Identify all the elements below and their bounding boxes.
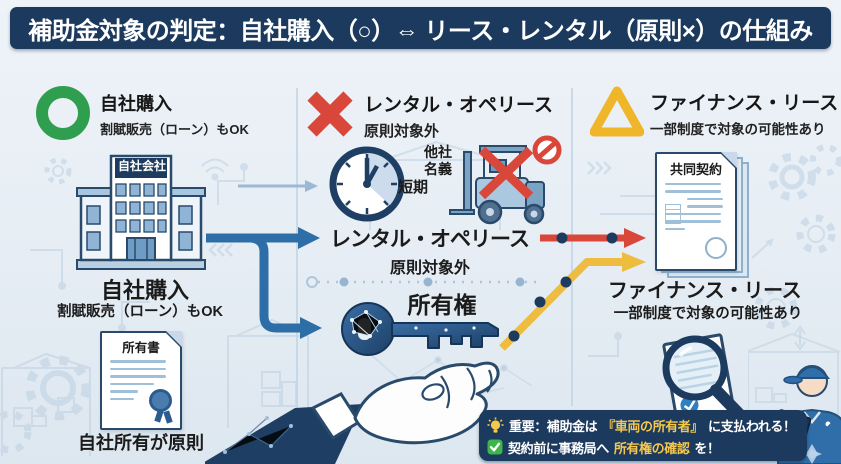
chevron-decoration <box>208 161 612 257</box>
deed-document: 所有書 <box>100 331 182 430</box>
legend-finance-sub: 一部制度で対象の可能性あり <box>650 122 826 137</box>
building-icon <box>76 154 206 270</box>
note-line-1: 重要：補助金は『車両の所有者』に支払われる！ <box>487 414 807 436</box>
ownership-label: 所有権 <box>407 292 477 318</box>
dotted-connector <box>306 276 540 288</box>
label-other-company: 他社 <box>424 144 452 160</box>
legend-purchase: 自社購入 割賦販売（ローン）もOK <box>100 90 249 138</box>
worker-illustration <box>748 332 841 464</box>
purchase-to-ownership-arrow <box>250 233 322 339</box>
triangle-icon <box>590 86 644 137</box>
wifi-icon <box>201 158 229 181</box>
key-icon <box>341 302 499 356</box>
legend-rental: レンタル・オペリース 原則対象外 <box>364 90 553 141</box>
legend-rental-heading: レンタル・オペリース <box>364 95 554 116</box>
note1-suffix: に支払われる！ <box>708 418 796 434</box>
note2-highlight: 所有権の確認 <box>613 440 690 456</box>
purchase-caption: 自社所有が原則 <box>78 433 204 453</box>
forklift-cross-icon <box>478 146 534 200</box>
cross-icon <box>307 91 353 137</box>
column-divider-left <box>296 88 298 454</box>
note-line-2: 契約前に事務局へ所有権の確認を！ <box>487 436 807 458</box>
legend-purchase-heading: 自社購入 <box>100 94 172 114</box>
finance-heading: ファイナンス・リース <box>607 280 802 302</box>
stamp-icon <box>705 237 727 259</box>
note2-prefix: 契約前に事務局へ <box>508 440 609 456</box>
circle-ok-icon <box>36 86 90 140</box>
column-divider-right <box>571 88 573 406</box>
contract-title: 共同契約 <box>669 162 722 177</box>
clock-icon <box>329 146 405 222</box>
important-note: 重要：補助金は『車両の所有者』に支払われる！ 契約前に事務局へ所有権の確認を！ <box>479 410 807 461</box>
hand-icon <box>205 361 500 464</box>
finance-sub: 一部制度で対象の可能性あり <box>613 306 803 322</box>
lightbulb-icon <box>487 417 504 433</box>
contract-document: 共同契約 <box>655 152 751 280</box>
rental-sub: 原則対象外 <box>389 260 470 277</box>
purchase-sub: 割賦販売（ローン）もOK <box>56 304 224 320</box>
gear-icon <box>0 144 841 454</box>
legend-finance: ファイナンス・リース 一部制度で対象の可能性あり <box>650 88 838 138</box>
rental-to-finance-arrow <box>540 228 646 248</box>
building-sign: 自社会社 <box>117 159 166 173</box>
ownership-to-finance-arrow <box>499 252 646 351</box>
deed-title: 所有書 <box>122 341 160 355</box>
legend-finance-heading: ファイナンス・リース <box>650 93 839 114</box>
thin-arrow-to-clock <box>238 180 318 192</box>
rental-heading: レンタル・オペリース <box>330 228 530 251</box>
note2-suffix: を！ <box>694 440 720 456</box>
note1-highlight: 『車両の所有者』 <box>602 418 704 434</box>
folded-corner <box>166 331 182 347</box>
prohibition-icon <box>532 135 562 165</box>
forklift-icon <box>449 135 562 225</box>
legend-rental-sub: 原則対象外 <box>364 123 440 140</box>
folded-corner <box>721 152 737 168</box>
title-bar: 補助金対象の判定：自社購入（○）⇔ リース・レンタル（原則×）の仕組み <box>10 7 831 49</box>
ribbon-seal-icon <box>149 389 172 412</box>
label-name: 名義 <box>424 161 452 177</box>
purchase-heading: 自社購入 <box>100 278 189 303</box>
label-short-term: 短期 <box>398 179 429 196</box>
note1-prefix: 重要：補助金は <box>509 418 598 434</box>
check-icon <box>487 439 503 455</box>
page-title: 補助金対象の判定：自社購入（○）⇔ リース・レンタル（原則×）の仕組み <box>28 17 813 45</box>
legend-purchase-sub: 割賦販売（ローン）もOK <box>100 122 249 137</box>
